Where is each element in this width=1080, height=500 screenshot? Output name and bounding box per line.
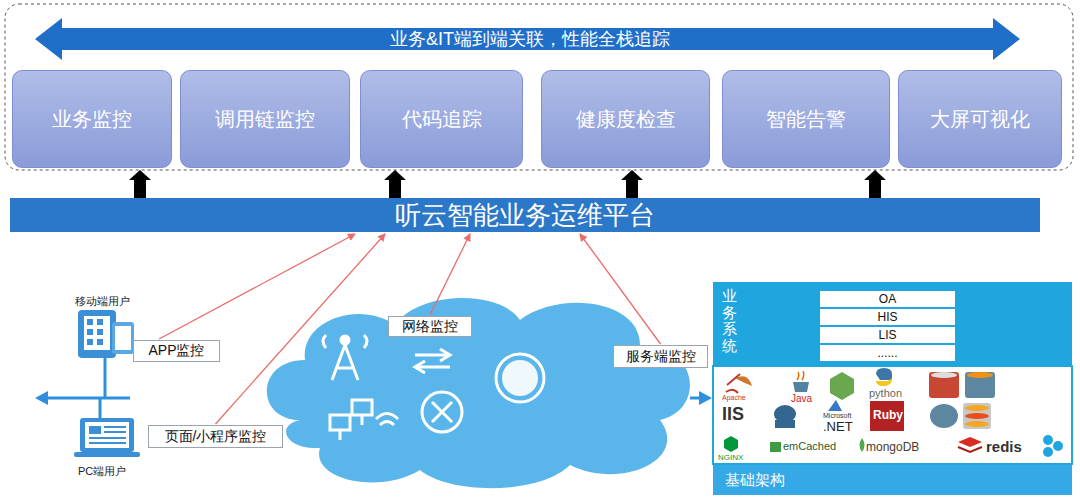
label-text: Apache — [722, 394, 746, 401]
system-row: HIS — [820, 309, 955, 325]
monitor-callout: 网络监控 — [388, 316, 472, 337]
infra-band: 基础架构 — [713, 465, 1072, 495]
function-box: 大屏可视化 — [898, 70, 1062, 168]
monitor-callout: 服务端监控 — [613, 345, 708, 368]
block-arrow — [129, 170, 151, 198]
function-box: 健康度检查 — [541, 70, 710, 168]
label-text: PC端用户 — [78, 466, 126, 477]
monitor-callout: APP监控 — [133, 340, 220, 362]
function-box: 智能告警 — [722, 70, 890, 168]
function-box: 业务监控 — [12, 70, 172, 168]
system-row: OA — [820, 291, 955, 307]
node-text: 网络监控 — [402, 318, 458, 336]
system-panel: 业务系统 OA HIS LIS...... — [713, 282, 1072, 366]
label-text: NGINX — [718, 454, 743, 462]
label-text: IIS — [722, 405, 744, 423]
function-box: 调用链监控 — [180, 70, 350, 168]
label-text: Ruby — [873, 409, 903, 421]
label-text: mongoDB — [866, 441, 919, 453]
arrow-band: 业务&IT端到端关联，性能全栈追踪 — [60, 22, 1000, 56]
platform-band: 听云智能业务运维平台 — [10, 198, 1040, 232]
node-text: ...... — [877, 346, 897, 360]
node-text: 业务系统 — [722, 288, 737, 354]
node-text: 业务监控 — [52, 106, 132, 133]
label-text: Microsoft — [823, 412, 851, 419]
monitor-link — [580, 234, 661, 344]
block-arrow — [384, 170, 406, 198]
node-text: 调用链监控 — [215, 106, 315, 133]
block-arrow — [621, 170, 643, 198]
node-text: 听云智能业务运维平台 — [395, 198, 655, 233]
label-text: .NET — [823, 420, 853, 433]
node-text: 大屏可视化 — [930, 106, 1030, 133]
monitor-link — [159, 234, 355, 339]
network-icons — [323, 335, 544, 440]
monitor-link — [430, 234, 470, 315]
label-text: Java — [791, 394, 812, 404]
monitor-link — [216, 234, 386, 424]
node-text: 智能告警 — [766, 106, 846, 133]
node-text: 代码追踪 — [402, 106, 482, 133]
node-text: LIS — [878, 328, 896, 342]
block-arrow — [864, 170, 886, 198]
system-row: LIS — [820, 327, 955, 343]
node-text: HIS — [877, 310, 897, 324]
group-outline — [5, 4, 1073, 170]
node-text: APP监控 — [148, 342, 204, 360]
network-cloud — [267, 298, 690, 488]
label-text: 移动端用户 — [75, 296, 130, 307]
label-text: emCached — [783, 441, 836, 452]
monitor-callout: 页面/小程序监控 — [148, 425, 283, 448]
function-box: 代码追踪 — [360, 70, 523, 168]
label-text: python — [869, 388, 902, 399]
tech-logos — [724, 368, 1063, 457]
double-arrow — [35, 18, 1020, 60]
system-row: ...... — [820, 345, 955, 361]
node-text: 服务端监控 — [626, 348, 696, 366]
node-text: 基础架构 — [725, 471, 785, 490]
label-text: redis — [986, 439, 1022, 454]
node-text: OA — [879, 292, 896, 306]
node-text: 页面/小程序监控 — [165, 428, 267, 446]
node-text: 健康度检查 — [576, 106, 676, 133]
node-text: 业务&IT端到端关联，性能全栈追踪 — [390, 27, 670, 51]
